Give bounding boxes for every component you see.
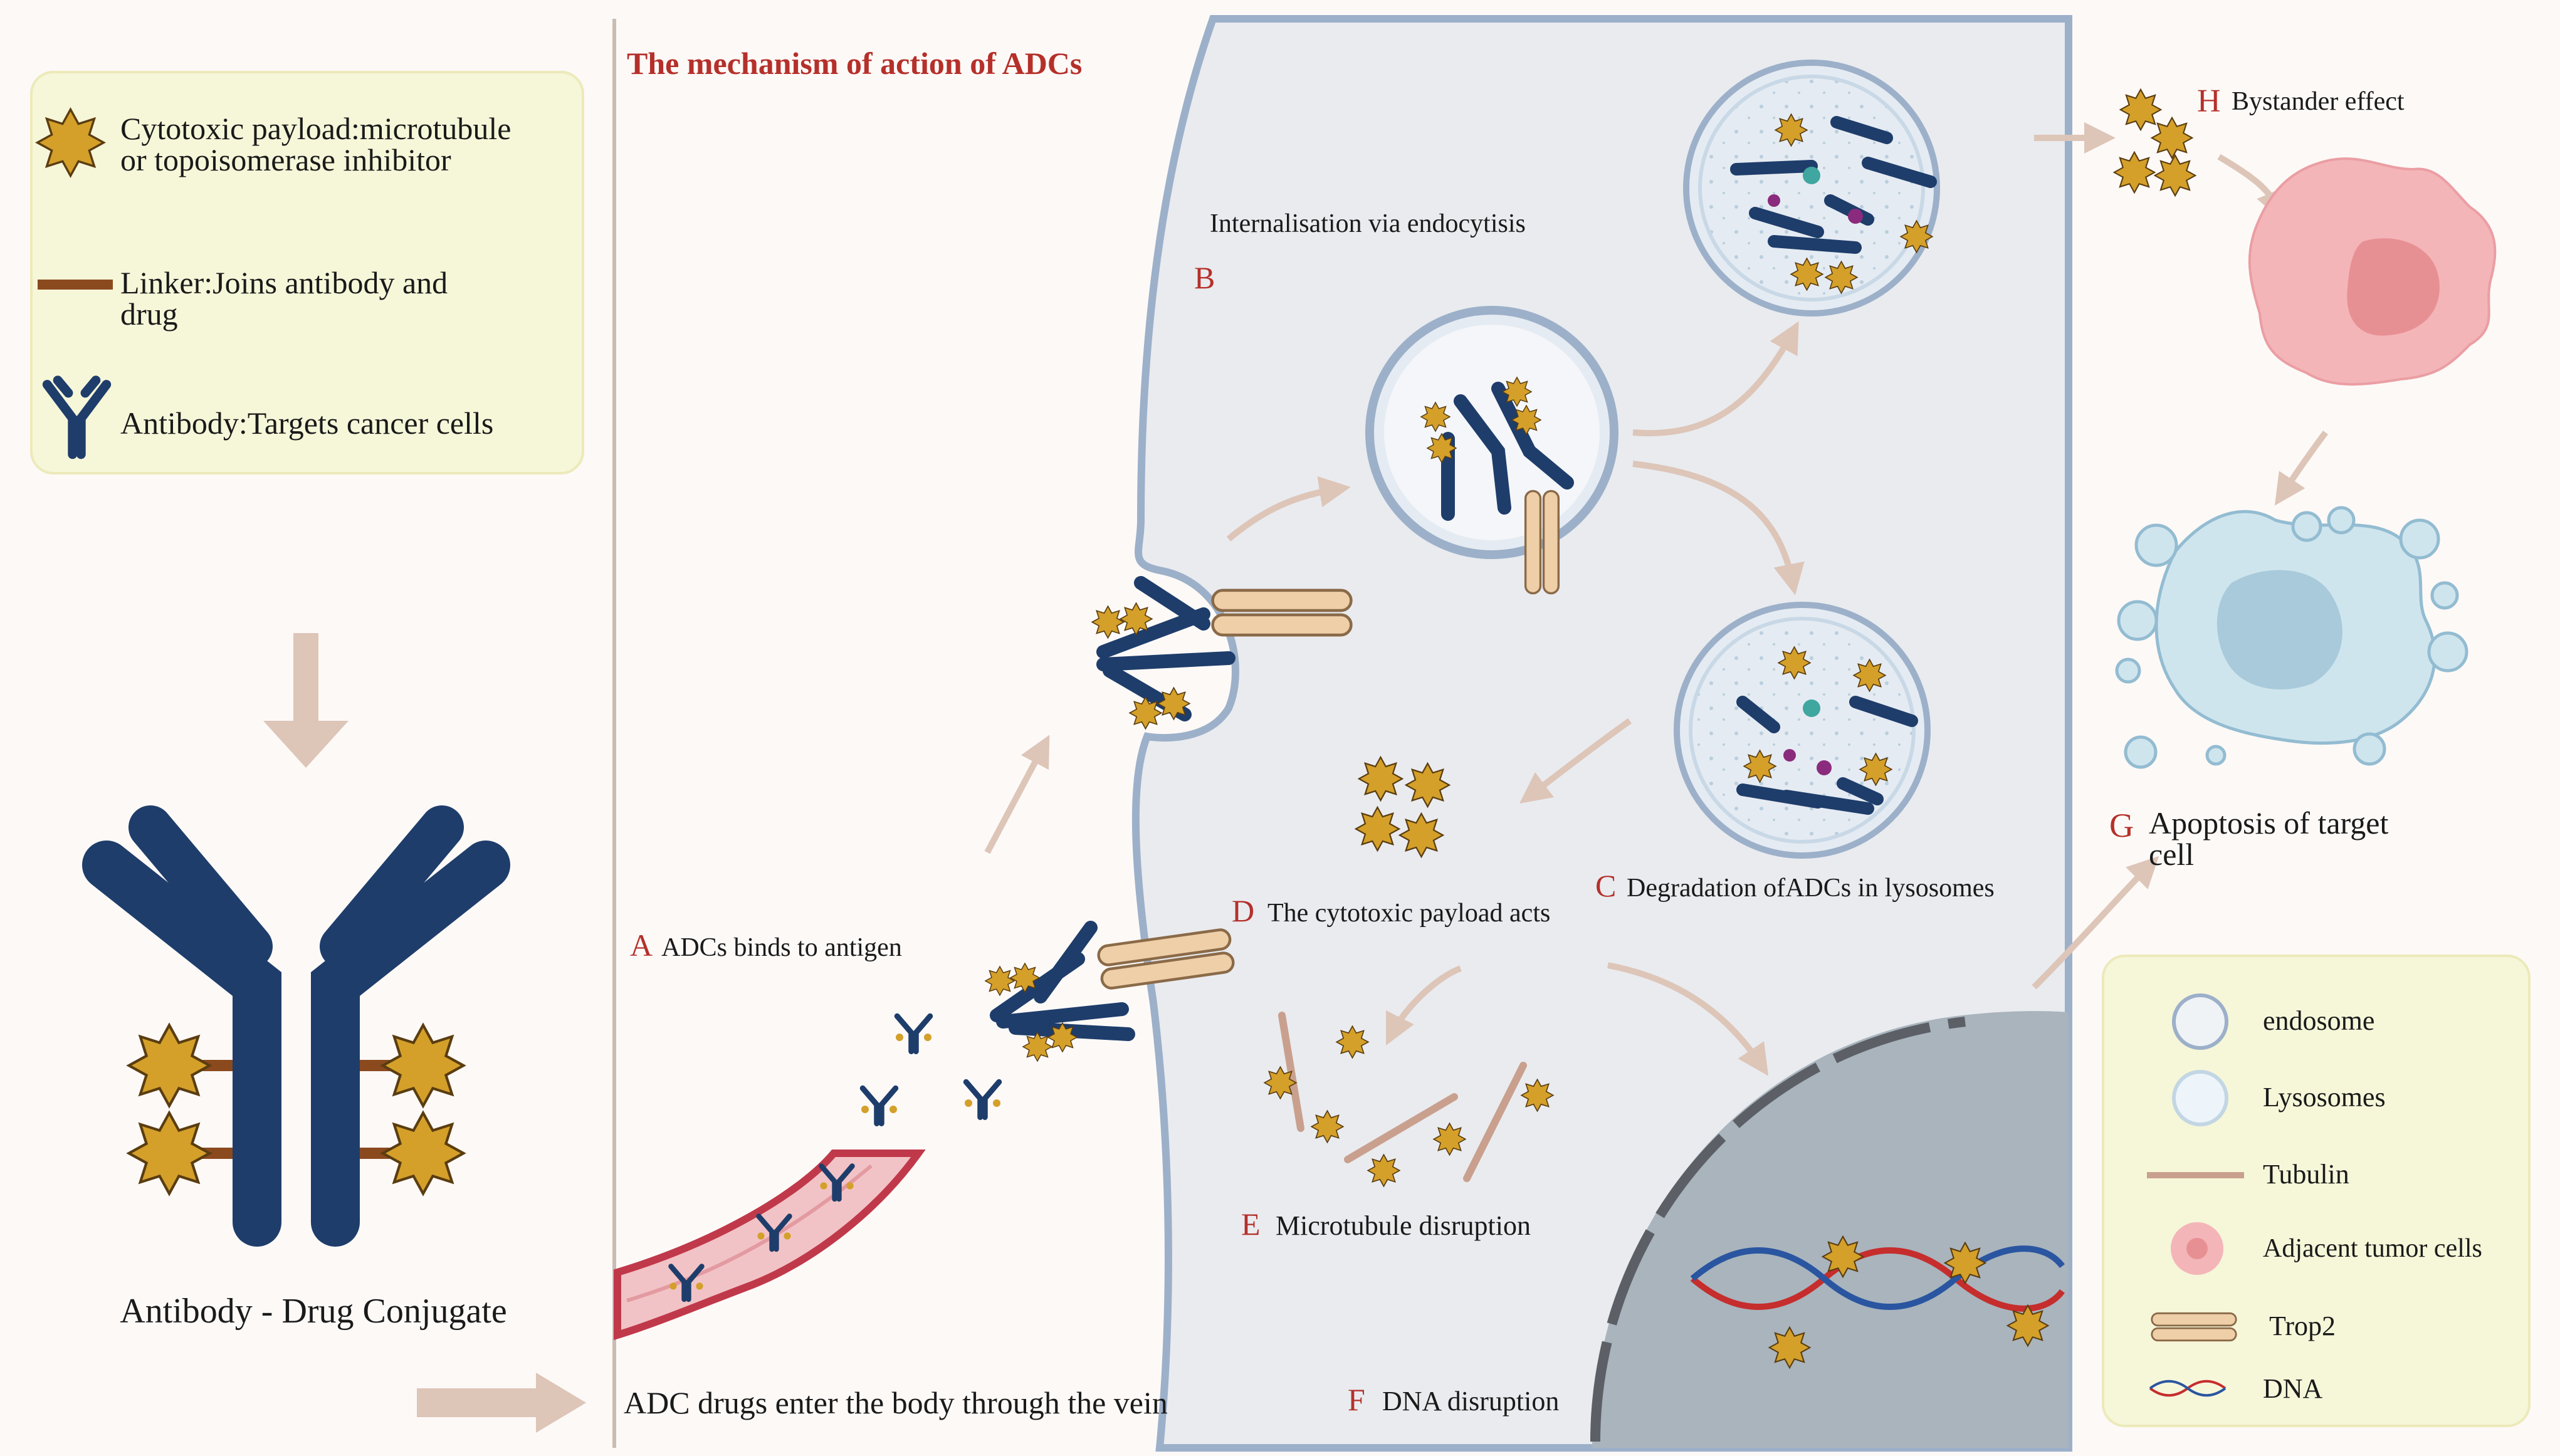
large-adc-illustration (82, 805, 510, 1247)
bound-adc-top (1091, 576, 1351, 730)
left-legend-box (30, 71, 584, 474)
vein-entry-text: ADC drugs enter the body through the vei… (624, 1385, 1168, 1420)
payload-star-icon (36, 108, 105, 177)
step-letter: F (1348, 1382, 1365, 1417)
step-text: The cytotoxic payload acts (1267, 899, 1550, 928)
step-label-a: A ADCs binds to antigen (630, 928, 902, 963)
step-text: DNA disruption (1382, 1386, 1559, 1417)
legend-endosome-text: endosome (2263, 1005, 2374, 1036)
legend-dna-text: DNA (2263, 1373, 2323, 1404)
step-letter: G (2109, 807, 2134, 844)
legend-linker-text: Linker:Joins antibody and (120, 265, 448, 300)
apoptotic-cell (2115, 506, 2468, 769)
dna-star-icon (2007, 1304, 2049, 1347)
adjacent-tumor-cell (2248, 157, 2497, 386)
lysosome-top (1683, 60, 1940, 317)
step-label-b: Internalisation via endocytisis B (1194, 209, 1526, 295)
step-letter: H (2197, 83, 2221, 119)
legend-linker-text-cont: drug (120, 296, 178, 332)
step-text: Bystander effect (2232, 87, 2405, 116)
lysosome-bottom (1674, 602, 1931, 859)
dna-star-icon (1822, 1235, 1864, 1278)
right-legend: endosome Lysosomes Tubulin Adjacent tumo… (2102, 955, 2531, 1427)
step-label-f: F DNA disruption (1348, 1382, 1559, 1417)
dna-star-icon (1944, 1242, 1986, 1284)
step-letter: D (1232, 893, 1254, 928)
lysosome-icon (2172, 1070, 2228, 1126)
mini-antibody-icon (965, 1082, 1000, 1117)
step-letter: E (1241, 1207, 1261, 1242)
step-text: Degradation ofADCs in lysosomes (1627, 874, 1995, 903)
pathway-arrows (984, 122, 2329, 1076)
step-label-h: H Bystander effect (2197, 83, 2405, 119)
step-letter: A (630, 928, 653, 963)
dna-icon (2149, 1380, 2227, 1397)
linker-icon (38, 280, 113, 290)
step-text: Apoptosis of target (2149, 805, 2388, 841)
step-letter: B (1194, 260, 1215, 295)
down-arrow-icon (263, 633, 349, 768)
legend-tubulin-text: Tubulin (2263, 1159, 2349, 1190)
step-label-g: G Apoptosis of target cell (2109, 805, 2388, 872)
endosome-icon (2172, 993, 2228, 1050)
legend-trop2-text: Trop2 (2269, 1311, 2336, 1341)
legend-payload-text-cont: or topoisomerase inhibitor (120, 142, 451, 177)
legend-antibody-text: Antibody:Targets cancer cells (120, 406, 493, 441)
adc-star-icon (383, 1025, 464, 1106)
bound-adc-bottom (985, 921, 1234, 1062)
legend-adjacent-text: Adjacent tumor cells (2263, 1234, 2482, 1263)
dna-helix (1690, 1245, 2065, 1312)
right-arrow-icon (417, 1373, 586, 1433)
mini-antibody-icon (896, 1016, 931, 1051)
adc-star-icon (383, 1113, 464, 1194)
adc-caption: Antibody - Drug Conjugate (120, 1292, 506, 1331)
step-letter: C (1595, 868, 1616, 903)
microtubule-fragments (1264, 1012, 1553, 1186)
nucleus (1590, 1011, 2069, 1448)
mini-antibody-icon (861, 1088, 897, 1123)
legend-payload-text: Cytotoxic payload:microtubule (120, 111, 511, 146)
bystander-payloads (2113, 88, 2196, 197)
endosome (1365, 306, 1618, 595)
dna-star-icon (1768, 1326, 1811, 1369)
step-text: ADCs binds to antigen (661, 933, 902, 962)
legend-lysosomes-text: Lysosomes (2263, 1082, 2386, 1113)
step-label-d: D The cytotoxic payload acts (1232, 893, 1550, 928)
adc-star-icon (129, 1113, 210, 1194)
step-text: Internalisation via endocytisis (1210, 209, 1526, 238)
step-text: Microtubule disruption (1276, 1210, 1531, 1241)
left-legend: Cytotoxic payload:microtubule or topoiso… (30, 71, 584, 474)
adjacent-cell-icon (2171, 1222, 2223, 1275)
adc-star-icon (129, 1025, 210, 1106)
blood-vessel (614, 1150, 926, 1341)
step-label-e: E Microtubule disruption (1241, 1207, 1531, 1242)
step-text-cont: cell (2149, 837, 2194, 872)
diagram-title: The mechanism of action of ADCs (627, 46, 1082, 81)
step-label-c: C Degradation ofADCs in lysosomes (1595, 868, 1995, 903)
